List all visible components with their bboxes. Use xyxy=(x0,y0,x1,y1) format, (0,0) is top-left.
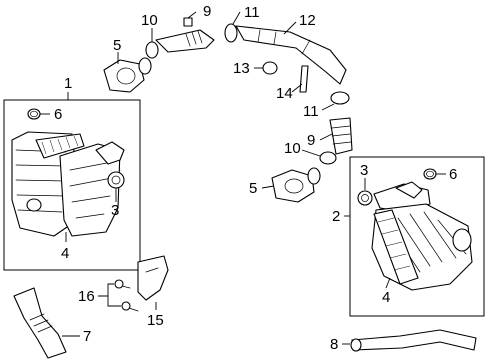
adaptor-5-lower-flange xyxy=(307,167,321,185)
callout-2: 2 xyxy=(332,208,340,225)
seal-ring-6-right xyxy=(423,168,437,180)
leader-12 xyxy=(283,21,297,35)
adaptor-5-lower-bore xyxy=(284,178,304,194)
hose-clamp-10-top xyxy=(145,41,159,59)
hose-7-ribs xyxy=(29,313,53,333)
intake-hose-9-top xyxy=(155,29,215,53)
callout-4-left: 4 xyxy=(61,245,69,262)
callout-10-top: 10 xyxy=(141,12,158,29)
hose-9-lower-ribs xyxy=(331,125,352,145)
hose-clamp-11-top xyxy=(224,23,238,43)
leader-14 xyxy=(291,83,303,93)
seal-ring-6-right-inner xyxy=(426,170,434,178)
leader-9-top xyxy=(187,11,197,19)
callout-5-top: 5 xyxy=(113,37,121,54)
intake-neck-right xyxy=(395,181,423,199)
air-cleaner-assembly-left xyxy=(3,99,141,271)
group-frame-right xyxy=(349,156,485,317)
callout-11-top: 11 xyxy=(244,4,260,21)
hose-clamp-11-lower xyxy=(330,91,350,105)
intake-neck-left xyxy=(95,141,125,165)
bolt-16-lower-shank xyxy=(128,307,139,312)
upper-intake-ducting xyxy=(103,17,353,203)
resonator-end-right xyxy=(452,228,472,252)
callout-13: 13 xyxy=(233,60,250,77)
leader-10-lower xyxy=(301,149,321,157)
mounting-bracket-15 xyxy=(137,255,169,301)
filter-pleats-right xyxy=(377,217,411,271)
adaptor-5-top-flange xyxy=(138,57,152,75)
callout-7: 7 xyxy=(83,328,91,345)
drain-boss-left xyxy=(26,198,42,212)
callout-5-lower: 5 xyxy=(249,180,257,197)
air-cleaner-assembly-right xyxy=(349,156,485,317)
leader-4-right xyxy=(385,277,391,289)
hose-clamp-10-lower xyxy=(319,151,337,165)
leader-9-lower xyxy=(319,133,333,141)
intake-hose-8 xyxy=(351,329,477,351)
hose-9-top-ribs xyxy=(185,30,203,47)
vent-tube-14 xyxy=(299,65,309,93)
air-filter-element-right xyxy=(373,209,419,285)
duct-12-ribs xyxy=(257,29,311,55)
leader-16 xyxy=(98,283,121,307)
bolt-16-upper xyxy=(114,279,124,289)
leader-5-lower xyxy=(261,185,275,189)
callout-labels: 1 2 3 3 4 4 5 5 6 6 7 8 9 9 10 10 11 11 … xyxy=(54,3,457,353)
mount-grommet-3-left xyxy=(107,171,125,189)
hose-9-top-clip xyxy=(183,17,193,27)
cover-ribs-left xyxy=(69,161,113,219)
intake-hose-7 xyxy=(13,287,67,359)
callout-6-right: 6 xyxy=(449,166,457,183)
seal-ring-6-left xyxy=(27,108,41,120)
leader-11-lower xyxy=(321,103,335,111)
bolt-16-lower xyxy=(121,301,131,311)
air-cleaner-cover-left xyxy=(59,143,121,237)
lower-parts xyxy=(13,255,477,359)
hose-8-end xyxy=(350,338,362,352)
callout-1: 1 xyxy=(64,75,72,92)
duct-adaptor-5-lower xyxy=(271,169,315,203)
callout-11-lower: 11 xyxy=(303,103,319,120)
callout-4-right: 4 xyxy=(382,289,390,306)
group-frame-left xyxy=(3,99,141,271)
band-clamp-13 xyxy=(262,61,278,75)
air-filter-element-left xyxy=(35,133,85,159)
callout-10-lower: 10 xyxy=(284,140,301,157)
filter-pleats-left xyxy=(41,135,79,155)
bolt-16-upper-shank xyxy=(121,285,131,289)
callout-9-lower: 9 xyxy=(307,132,315,149)
callout-14: 14 xyxy=(276,85,293,102)
callout-8: 8 xyxy=(330,336,338,353)
callout-9-top: 9 xyxy=(203,3,211,20)
callout-16: 16 xyxy=(78,288,95,305)
duct-adaptor-5-top xyxy=(103,59,145,93)
callout-3-left: 3 xyxy=(111,202,119,219)
callout-15: 15 xyxy=(147,312,164,329)
leader-lines xyxy=(40,11,446,345)
leader-11-top xyxy=(232,11,241,25)
intake-duct-12 xyxy=(235,25,347,85)
mount-grommet-3-right xyxy=(357,190,373,206)
callout-3-right: 3 xyxy=(360,162,368,179)
grommet-3-left-inner xyxy=(111,175,121,185)
intake-hose-9-lower xyxy=(329,117,353,155)
callout-6-left: 6 xyxy=(54,106,62,123)
seal-ring-6-left-inner xyxy=(30,110,38,118)
bracket-15-slot xyxy=(145,267,159,273)
grommet-3-right-inner xyxy=(361,194,369,202)
callout-12: 12 xyxy=(299,12,316,29)
adaptor-5-top-bore xyxy=(116,67,136,85)
